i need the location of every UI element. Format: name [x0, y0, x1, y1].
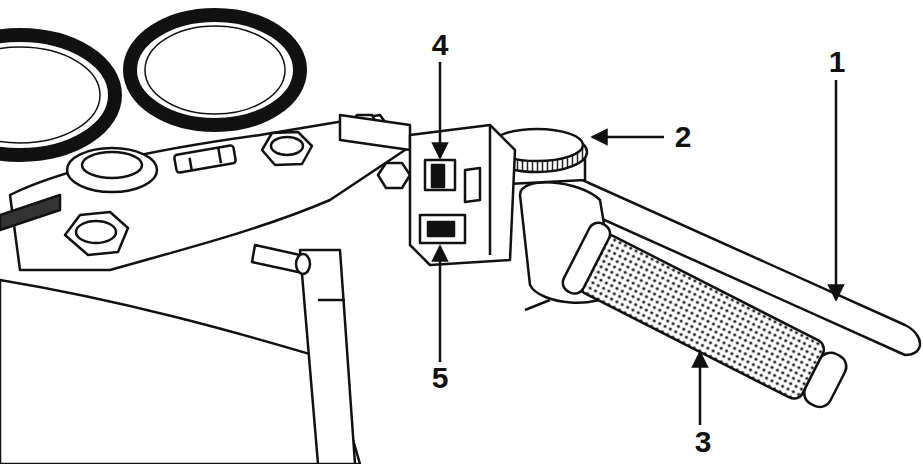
housing-edge [489, 125, 492, 255]
light-switch [420, 215, 465, 243]
adjuster-screw [525, 300, 550, 310]
bolt-head [76, 221, 116, 243]
leader-line [699, 352, 702, 425]
speedometer [0, 35, 115, 155]
light-divider [218, 148, 221, 164]
grip-collar [559, 219, 613, 297]
switch-detail [465, 168, 480, 202]
leader-line [439, 246, 442, 362]
warning-lights [174, 145, 236, 173]
switch-knob [432, 165, 444, 187]
light-divider [190, 158, 192, 171]
switch-knob [428, 222, 454, 236]
cable-end [296, 254, 310, 274]
speedometer-face [0, 47, 100, 143]
fork-tube [300, 250, 355, 464]
small-bolt [378, 163, 410, 188]
tachometer [130, 15, 300, 125]
callout-number: 3 [695, 427, 712, 457]
stem-cap [67, 148, 157, 192]
hand-grip [575, 231, 827, 402]
callout-number: 4 [432, 30, 449, 60]
mount-strip [0, 195, 60, 230]
callout-number: 5 [432, 363, 449, 393]
stem-cap-inner [82, 152, 142, 178]
clamp-bolt [65, 212, 128, 255]
fork-line [318, 299, 345, 302]
cable-fitting [252, 245, 300, 272]
bolt-head [271, 137, 303, 155]
handlebar [340, 115, 410, 150]
leader-line [439, 62, 442, 158]
leader-line [592, 136, 664, 139]
clamp-bolt [262, 132, 312, 165]
leader-line [835, 80, 838, 300]
horn-switch [425, 160, 455, 190]
switch-housing [410, 125, 515, 265]
callout-number: 2 [675, 122, 692, 152]
callout-number: 1 [829, 47, 846, 77]
grip-end [800, 349, 850, 412]
tachometer-face [145, 26, 285, 114]
